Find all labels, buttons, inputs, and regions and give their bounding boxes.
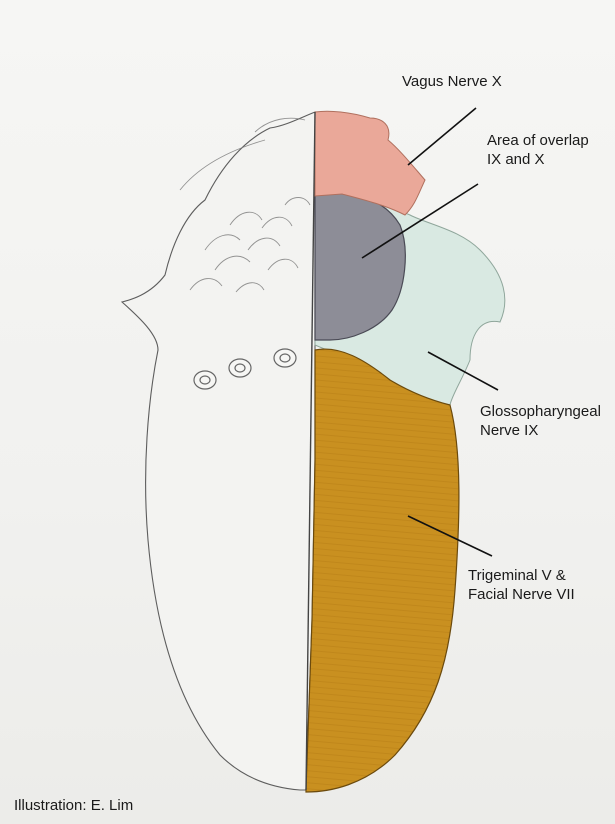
overlap-label: Area of overlap IX and X	[487, 131, 589, 169]
vagus-nerve-label: Vagus Nerve X	[402, 72, 502, 91]
illustration-credit: Illustration: E. Lim	[14, 797, 133, 814]
trigeminal-region	[306, 349, 459, 792]
glossopharyngeal-label: Glossopharyngeal Nerve IX	[480, 402, 601, 440]
tongue-left-half	[122, 112, 315, 790]
trigeminal-facial-label: Trigeminal V & Facial Nerve VII	[468, 566, 575, 604]
